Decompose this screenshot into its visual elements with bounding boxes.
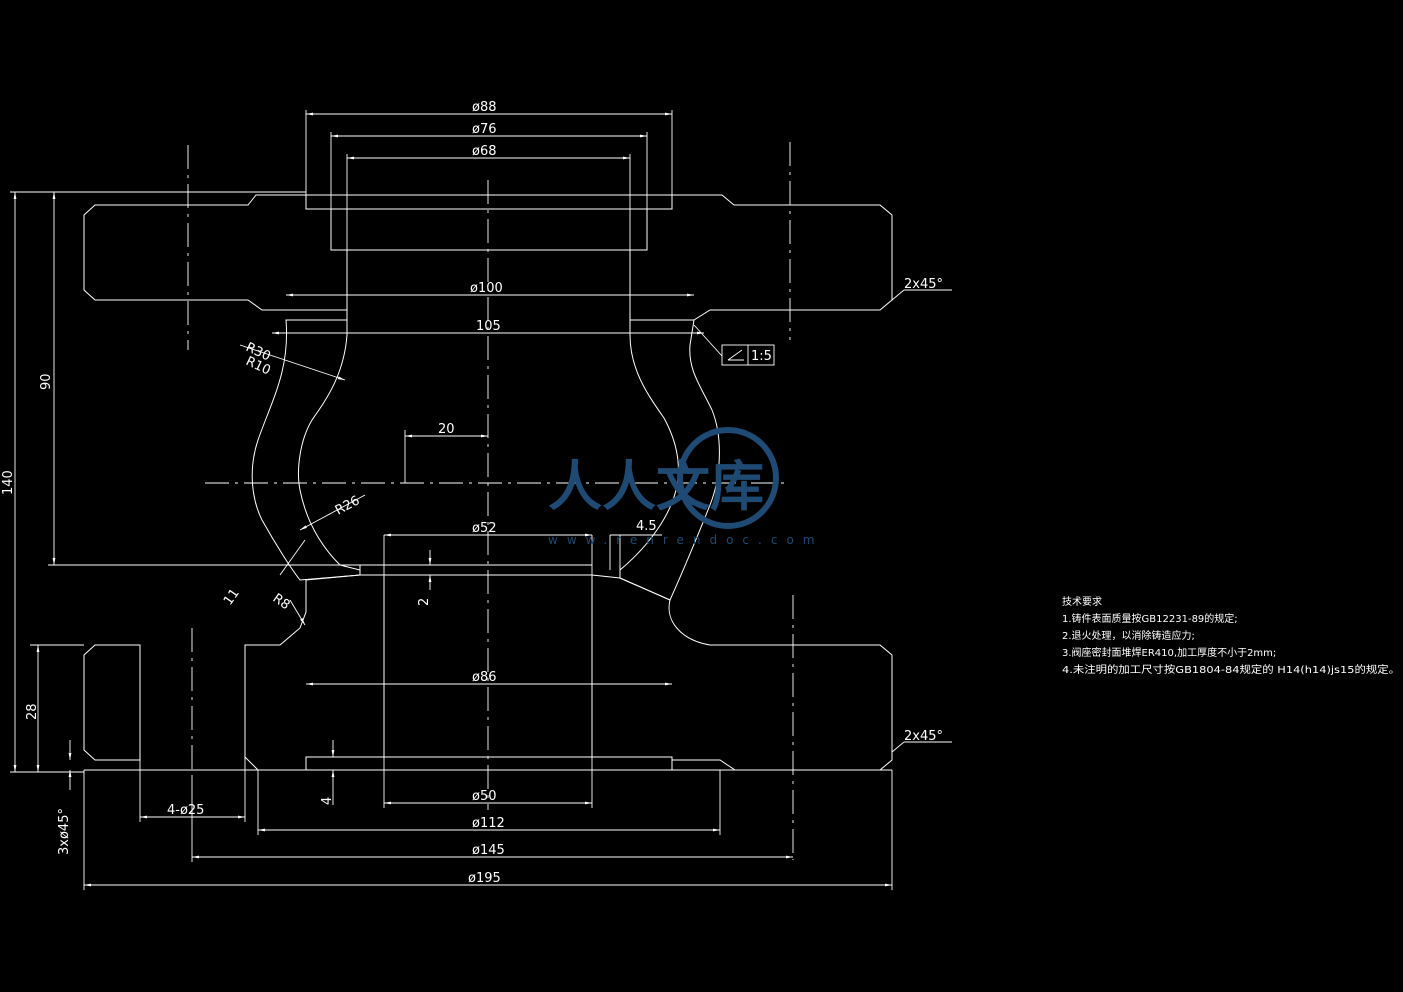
- notes-line-4: 4.未注明的加工尺寸按GB1804-84规定的 H14(h14)js15的规定。: [1062, 663, 1400, 676]
- dim-r8: R8: [270, 591, 293, 613]
- watermark-url: www.renrendoc.com: [548, 533, 823, 547]
- dim-105: 105: [476, 319, 501, 334]
- dim-d88: ø88: [472, 100, 497, 115]
- dim-d52: ø52: [472, 521, 497, 536]
- dim-r26: R26: [333, 493, 363, 518]
- dim-d68: ø68: [472, 144, 497, 159]
- dim-20: 20: [438, 422, 455, 437]
- dim-d76: ø76: [472, 122, 497, 137]
- dim-d112: ø112: [472, 816, 505, 831]
- watermark-text: 人人文库: [548, 455, 764, 518]
- dim-chamfer-bottom: 2x45°: [904, 729, 943, 744]
- dim-chamfer-top: 2x45°: [904, 277, 943, 292]
- notes-title: 技术要求: [1062, 595, 1102, 608]
- dimension-texts: ø88 ø76 ø68 ø100 105 R30 R10 20 R26 ø52 …: [1, 100, 943, 886]
- dim-holes: 4-ø25: [167, 803, 204, 818]
- dimension-lines: [10, 110, 952, 890]
- dim-11: 11: [221, 586, 243, 608]
- dim-140: 140: [1, 470, 16, 495]
- dim-d50: ø50: [472, 789, 497, 804]
- dim-4: 4: [320, 797, 335, 805]
- dim-2: 2: [417, 598, 432, 606]
- notes-line-2: 2.退火处理，以消除铸造应力;: [1062, 629, 1195, 642]
- dim-d86: ø86: [472, 670, 497, 685]
- dim-d145: ø145: [472, 843, 505, 858]
- dim-d195: ø195: [468, 871, 501, 886]
- dim-28: 28: [25, 703, 40, 720]
- technical-notes: 技术要求 1.铸件表面质量按GB12231-89的规定; 2.退火处理，以消除铸…: [1062, 595, 1400, 676]
- notes-line-1: 1.铸件表面质量按GB12231-89的规定;: [1062, 612, 1238, 625]
- dim-d100: ø100: [470, 281, 503, 296]
- watermark: 人人文库 www.renrendoc.com: [548, 427, 823, 547]
- dim-90: 90: [39, 373, 54, 390]
- centerlines: [187, 142, 794, 860]
- notes-line-3: 3.阀座密封面堆焊ER410,加工厚度不小于2mm;: [1062, 646, 1276, 659]
- dim-4-5: 4.5: [636, 519, 657, 534]
- watermark-logo-ring: [677, 427, 779, 529]
- dim-chamfer-hole: 3xø45°: [57, 808, 72, 855]
- dim-taper: 1:5: [751, 349, 772, 364]
